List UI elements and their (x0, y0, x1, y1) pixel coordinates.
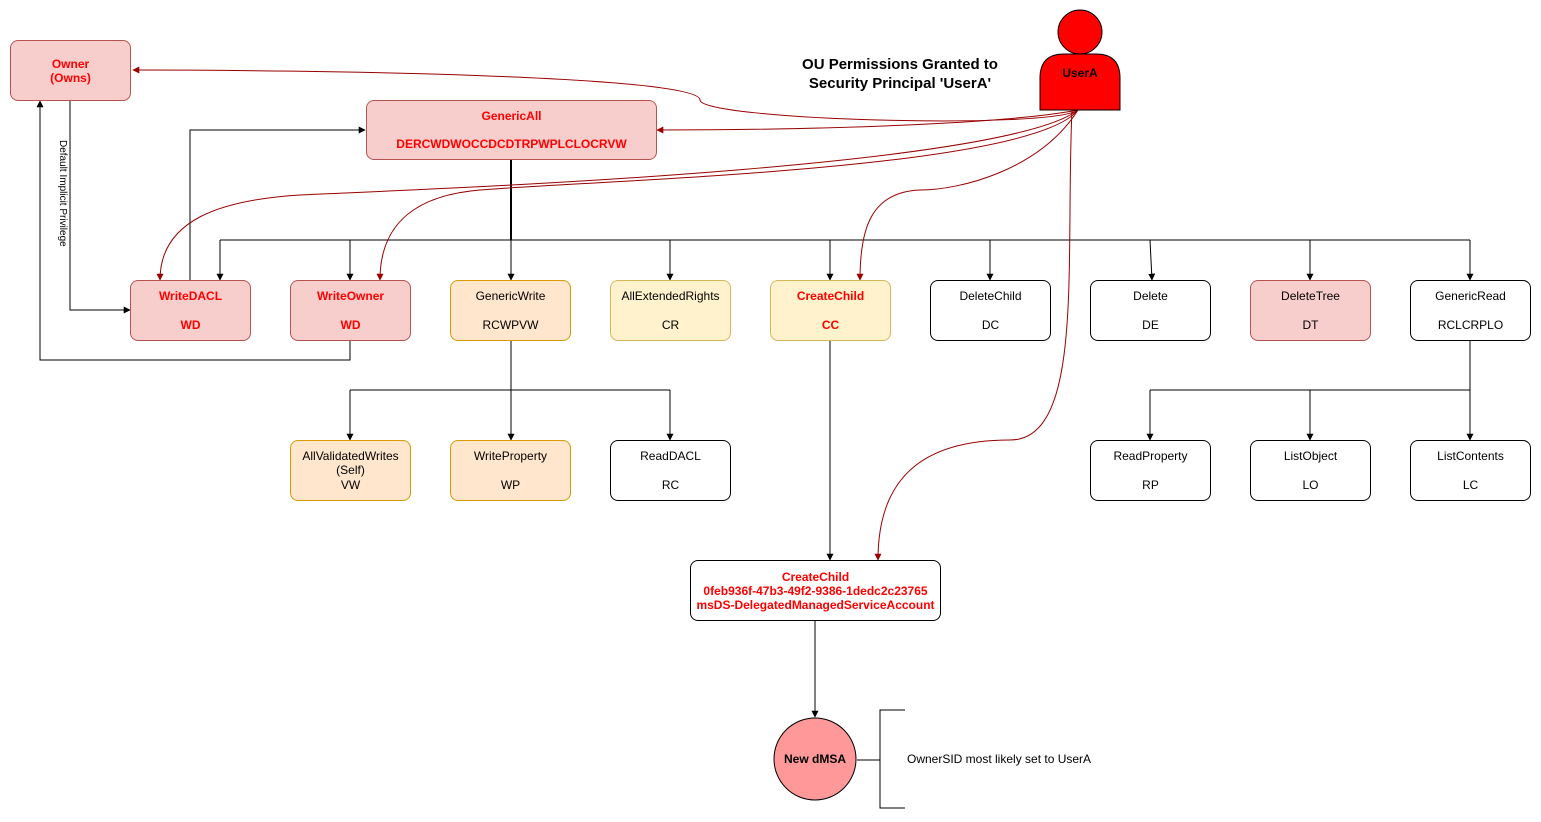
genericall-label: GenericAll (481, 109, 542, 123)
owner-sub-label: (Owns) (50, 70, 91, 85)
right-delete: Delete DE (1090, 280, 1211, 341)
new-dmsa-label: New dMSA (783, 752, 846, 766)
genericall-code: DERCWDWOCCDCDTRPWPLCLOCRVW (396, 137, 627, 151)
right-deletechild: DeleteChild DC (930, 280, 1051, 341)
right-genericread: GenericRead RCLCRPLO (1410, 280, 1531, 341)
diagram-title: OU Permissions Granted to Security Princ… (802, 56, 998, 92)
subright-listobject: ListObject LO (1250, 440, 1371, 501)
tree-connectors (36, 100, 1474, 809)
subright-readdacl: ReadDACL RC (610, 440, 731, 501)
owner-note: OwnerSID most likely set to UserA (907, 752, 1092, 766)
right-writedacl: WriteDACL WD (130, 280, 251, 341)
subright-listcontents: ListContents LC (1410, 440, 1531, 501)
right-allextendedrights: AllExtendedRights CR (610, 280, 731, 341)
right-deletetree: DeleteTree DT (1250, 280, 1371, 341)
right-writeowner: WriteOwner WD (290, 280, 411, 341)
user-label: UserA (1062, 66, 1098, 80)
subright-writeproperty: WriteProperty WP (450, 440, 571, 501)
subright-allvalidatedwrites: AllValidatedWrites (Self) VW (290, 440, 411, 501)
createchild-dmsa-node: CreateChild 0feb936f-47b3-49f2-9386-1ded… (690, 560, 941, 621)
implicit-privilege-label: Default Implicit Privilege (57, 140, 68, 247)
right-genericwrite: GenericWrite RCWPVW (450, 280, 571, 341)
user-icon (1039, 9, 1121, 111)
new-dmsa-circle (773, 717, 857, 801)
user-permission-arrows (132, 66, 1079, 561)
subright-readproperty: ReadProperty RP (1090, 440, 1211, 501)
owner-label: Owner (51, 56, 90, 71)
owner-node: Owner (Owns) (10, 40, 131, 101)
genericall-node: GenericAll DERCWDWOCCDCDTRPWPLCLOCRVW (366, 100, 657, 160)
right-createchild: CreateChild CC (770, 280, 891, 341)
